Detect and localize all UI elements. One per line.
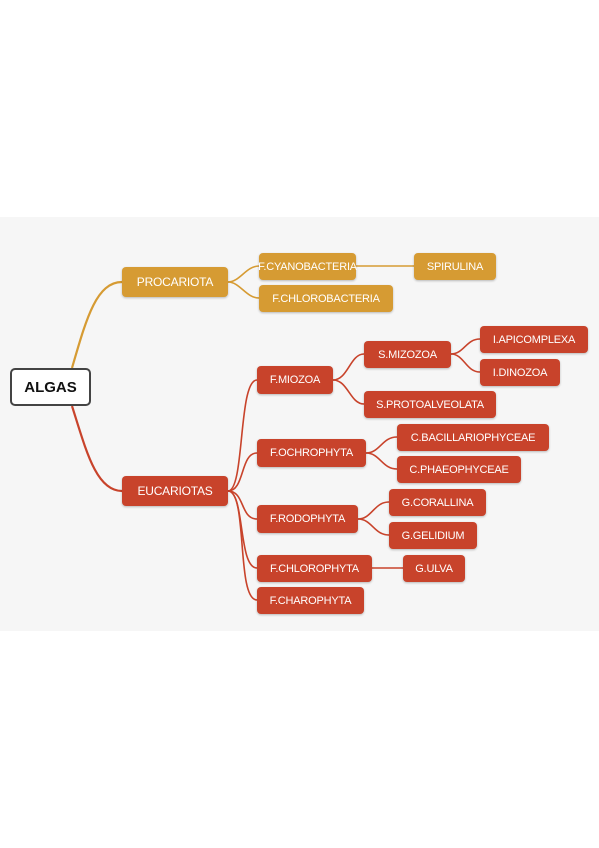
node-eucariotas[interactable]: EUCARIOTAS bbox=[122, 476, 228, 506]
link-root-procariota bbox=[70, 280, 123, 369]
link-smizozoa-dinozoa bbox=[450, 353, 481, 373]
link-root-eucariotas bbox=[70, 405, 123, 493]
node-f-ochrophyta[interactable]: F.OCHROPHYTA bbox=[257, 439, 366, 467]
link-eucariotas-rodophyta bbox=[227, 490, 258, 520]
link-procariota-cyano bbox=[227, 265, 260, 283]
node-f-rodophyta[interactable]: F.RODOPHYTA bbox=[257, 505, 358, 533]
link-procariota-chloro bbox=[227, 281, 260, 299]
link-ochrophyta-phaeo bbox=[365, 452, 398, 470]
node-f-cyanobacteria[interactable]: F.CYANOBACTERIA bbox=[258, 253, 357, 280]
node-f-chlorophyta[interactable]: F.CHLOROPHYTA bbox=[257, 555, 372, 582]
link-miozoa-smizozoa bbox=[332, 353, 365, 381]
node-i-apicomplexa[interactable]: I.APICOMPLEXA bbox=[480, 326, 588, 353]
link-eucariotas-ochrophyta bbox=[227, 452, 258, 492]
link-eucariotas-miozoa bbox=[227, 379, 258, 492]
node-f-chlorobacteria[interactable]: F.CHLOROBACTERIA bbox=[259, 285, 393, 312]
node-c-phaeophyceae[interactable]: C.PHAEOPHYCEAE bbox=[397, 456, 521, 483]
node-i-dinozoa[interactable]: I.DINOZOA bbox=[480, 359, 560, 386]
link-ochrophyta-bacillario bbox=[365, 436, 398, 454]
node-s-protoalveolata[interactable]: S.PROTOALVEOLATA bbox=[364, 391, 496, 418]
link-smizozoa-apicomplexa bbox=[450, 338, 481, 355]
link-rodophyta-gelidium bbox=[357, 518, 390, 536]
link-eucariotas-charophyta bbox=[227, 490, 258, 601]
node-s-mizozoa[interactable]: S.MIZOZOA bbox=[364, 341, 451, 368]
node-c-bacillariophyceae[interactable]: C.BACILLARIOPHYCEAE bbox=[397, 424, 549, 451]
link-miozoa-protoalveolata bbox=[332, 379, 365, 405]
node-g-corallina[interactable]: G.CORALLINA bbox=[389, 489, 486, 516]
root-node-algas[interactable]: ALGAS bbox=[10, 368, 91, 406]
node-procariota[interactable]: PROCARIOTA bbox=[122, 267, 228, 297]
node-spirulina[interactable]: SPIRULINA bbox=[414, 253, 496, 280]
node-g-gelidium[interactable]: G.GELIDIUM bbox=[389, 522, 477, 549]
link-rodophyta-corallina bbox=[357, 501, 390, 520]
node-g-ulva[interactable]: G.ULVA bbox=[403, 555, 465, 582]
node-f-miozoa[interactable]: F.MIOZOA bbox=[257, 366, 333, 394]
node-f-charophyta[interactable]: F.CHAROPHYTA bbox=[257, 587, 364, 614]
